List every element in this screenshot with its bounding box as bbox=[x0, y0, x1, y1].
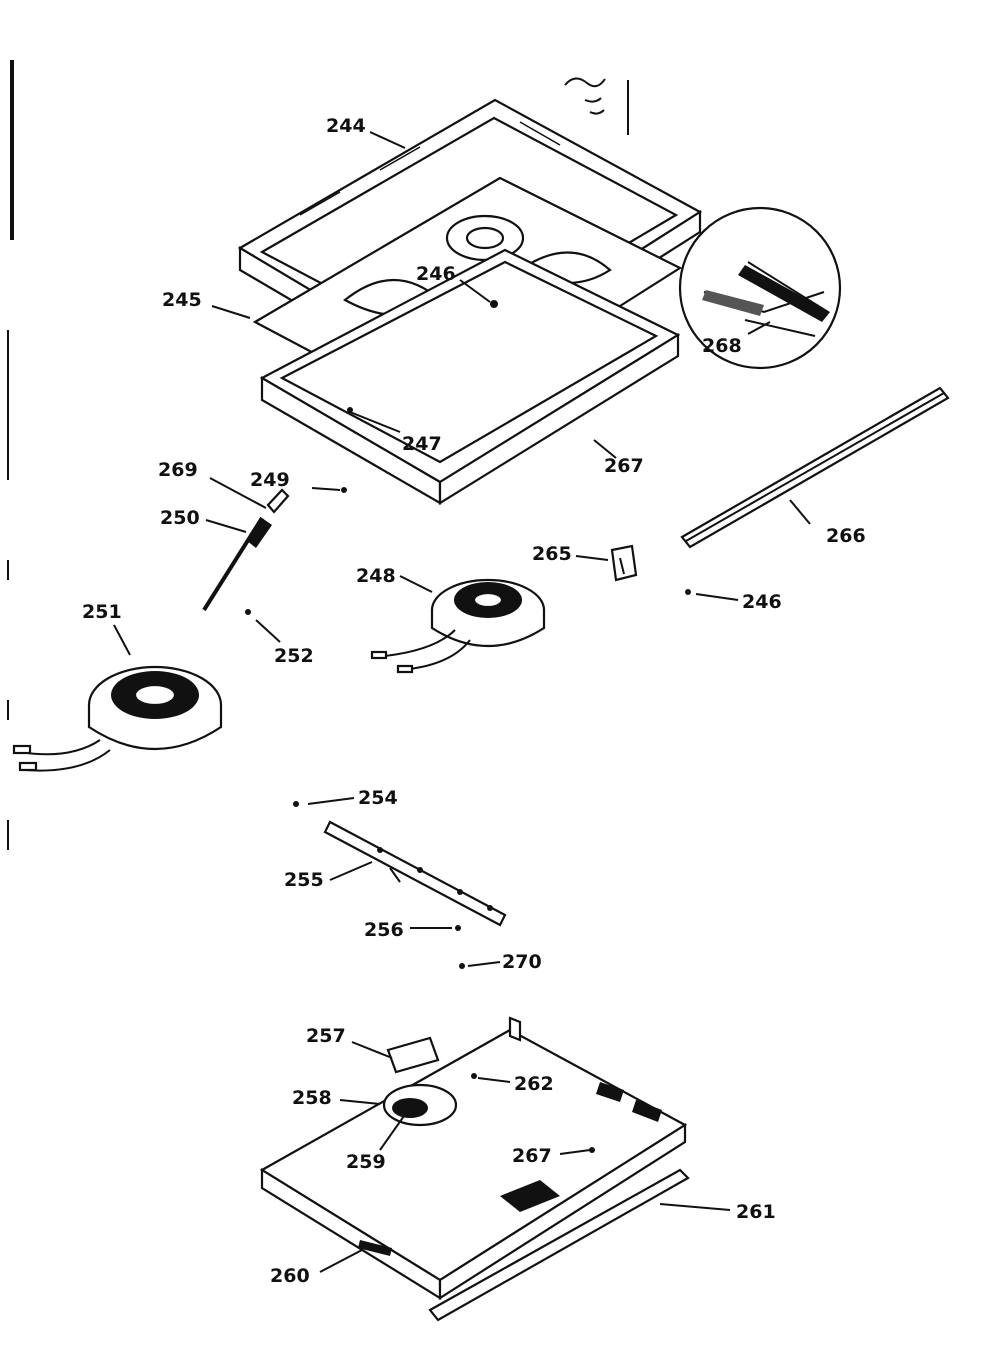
label-245: 245 bbox=[162, 289, 202, 311]
scan-margin-marks bbox=[7, 60, 629, 850]
label-257: 257 bbox=[306, 1025, 346, 1047]
label-244: 244 bbox=[326, 115, 366, 137]
label-248: 248 bbox=[356, 565, 396, 587]
burner-box-267 bbox=[259, 248, 681, 505]
bracket-255 bbox=[323, 820, 507, 927]
trim-strip-266 bbox=[680, 386, 950, 549]
part-labels: 244 245 246 247 267 268 269 249 250 266 … bbox=[82, 115, 866, 1287]
label-251: 251 bbox=[82, 601, 122, 623]
label-266: 266 bbox=[826, 525, 866, 547]
burner-element-248 bbox=[370, 578, 546, 674]
label-267-bottom: 267 bbox=[512, 1145, 552, 1167]
label-256: 256 bbox=[364, 919, 404, 941]
label-258: 258 bbox=[292, 1087, 332, 1109]
label-270: 270 bbox=[502, 951, 542, 973]
label-261: 261 bbox=[736, 1201, 776, 1223]
label-247: 247 bbox=[402, 433, 442, 455]
label-267-top: 267 bbox=[604, 455, 644, 477]
fasteners bbox=[245, 300, 691, 1153]
label-269: 269 bbox=[158, 459, 198, 481]
label-265: 265 bbox=[532, 543, 572, 565]
label-246-right: 246 bbox=[742, 591, 782, 613]
burner-element-251 bbox=[12, 665, 223, 772]
label-259: 259 bbox=[346, 1151, 386, 1173]
detail-inset-268 bbox=[678, 206, 842, 370]
probe-assembly-250 bbox=[202, 488, 290, 612]
label-255: 255 bbox=[284, 869, 324, 891]
label-260: 260 bbox=[270, 1265, 310, 1287]
label-249: 249 bbox=[250, 469, 290, 491]
label-268: 268 bbox=[702, 335, 742, 357]
label-254: 254 bbox=[358, 787, 398, 809]
drip-pan-base bbox=[259, 1016, 690, 1322]
clip-265 bbox=[610, 544, 638, 582]
label-246-top: 246 bbox=[416, 263, 456, 285]
label-262: 262 bbox=[514, 1073, 554, 1095]
leader-lines bbox=[113, 131, 811, 1273]
scribble-mark bbox=[564, 77, 606, 115]
label-252: 252 bbox=[274, 645, 314, 667]
label-250: 250 bbox=[160, 507, 200, 529]
